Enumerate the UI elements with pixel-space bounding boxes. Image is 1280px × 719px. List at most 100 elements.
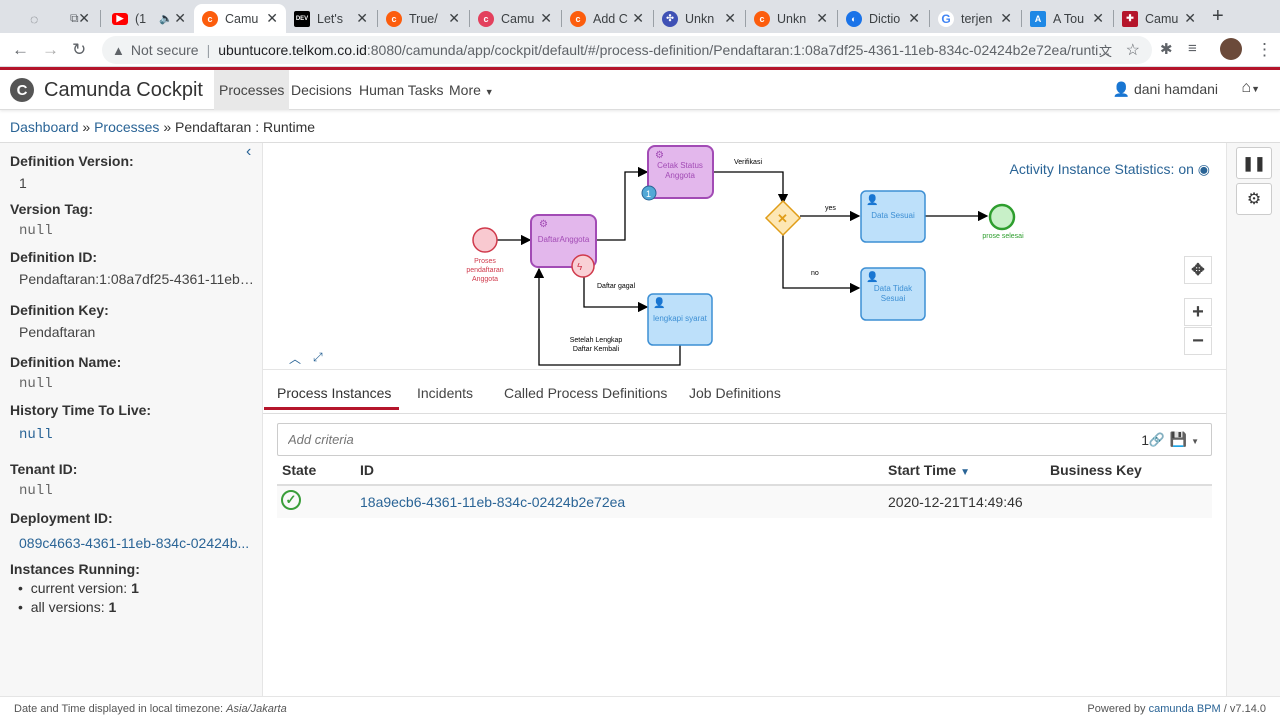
link-icon[interactable]: 🔗 <box>1148 432 1165 447</box>
suspend-button[interactable]: ❚❚ <box>1236 147 1272 179</box>
close-tab-icon[interactable]: ✕ <box>816 10 828 26</box>
task-data-tidak-sesuai[interactable] <box>860 267 926 321</box>
warning-icon[interactable]: ▲ <box>112 42 125 58</box>
search-input[interactable] <box>288 432 988 447</box>
browser-tab-camunda-2[interactable]: c Camu ✕ <box>470 4 560 33</box>
value-deployment-id[interactable]: 089c4663-4361-11eb-834c-02424b... <box>19 535 250 551</box>
close-tab-icon[interactable]: ✕ <box>632 10 644 26</box>
media-queue-icon[interactable]: ≡ <box>1188 40 1197 57</box>
browser-tab-unknown-1[interactable]: ✣ Unkn ✕ <box>654 4 744 33</box>
breadcrumb-processes[interactable]: Processes <box>94 119 160 135</box>
browser-tab-add[interactable]: c Add C ✕ <box>562 4 652 33</box>
forward-icon[interactable]: → <box>42 40 59 59</box>
browser-tab-true[interactable]: c True/ ✕ <box>378 4 468 33</box>
camunda-icon: c <box>202 10 218 27</box>
camunda-logo[interactable]: C <box>10 78 34 102</box>
label-history-ttl: History Time To Live: <box>10 402 152 418</box>
url-bar[interactable]: ▲ Not secure | ubuntucore.telkom.co.id :… <box>102 36 1152 64</box>
translate-icon[interactable]: 文 <box>1098 43 1112 59</box>
timezone-note: Date and Time displayed in local timezon… <box>14 703 287 715</box>
browser-tab-dictionary[interactable]: ◐ Dictio ✕ <box>838 4 928 33</box>
browser-menu-icon[interactable]: ⋮ <box>1256 40 1273 59</box>
gear-icon: ⚙ <box>1246 191 1262 208</box>
close-tab-icon[interactable]: ✕ <box>266 10 278 26</box>
nav-processes[interactable]: Processes <box>214 70 290 110</box>
save-search-dropdown[interactable]: 💾 ▼ <box>1170 431 1199 448</box>
browser-tab-google[interactable]: G terjen ✕ <box>930 4 1020 33</box>
close-tab-icon[interactable]: ✕ <box>356 10 368 26</box>
camunda-bpm-link[interactable]: camunda BPM <box>1148 703 1221 715</box>
reset-zoom-button[interactable]: ✥ <box>1184 256 1212 284</box>
header-start-time[interactable]: Start Time ▼ <box>888 462 971 478</box>
exclusive-gateway[interactable] <box>764 199 802 237</box>
task-cetak-status[interactable] <box>647 145 714 199</box>
close-tab-icon[interactable]: ✕ <box>1092 10 1104 26</box>
browser-tab-whatsapp[interactable]: ◌ ✕ <box>22 4 98 33</box>
close-tab-icon[interactable]: ✕ <box>908 10 920 26</box>
close-tab-icon[interactable]: ✕ <box>540 10 552 26</box>
zoom-out-button[interactable]: − <box>1184 327 1212 355</box>
activity-statistics-toggle[interactable]: Activity Instance Statistics: on ◉ <box>1009 161 1210 177</box>
settings-button[interactable]: ⚙ <box>1236 183 1272 215</box>
plus-icon: + <box>1192 300 1204 323</box>
user-menu[interactable]: 👤 dani hamdani <box>1112 81 1218 97</box>
browser-tab-tour[interactable]: A A Tou ✕ <box>1022 4 1112 33</box>
browser-tab-dev[interactable]: DEV Let's ✕ <box>294 10 368 27</box>
label-start-event: Proses pendaftaran Anggota <box>466 258 504 284</box>
breadcrumb-dashboard[interactable]: Dashboard <box>10 119 79 135</box>
instance-id-link[interactable]: 18a9ecb6-4361-11eb-834c-02424b2e72ea <box>360 494 626 510</box>
browser-tab-youtube[interactable]: ▶ (1 🔈 ✕ <box>104 4 194 33</box>
close-tab-icon[interactable]: ✕ <box>174 10 186 26</box>
task-lengkapi-syarat[interactable] <box>647 293 713 346</box>
close-tab-icon[interactable]: ✕ <box>448 10 460 26</box>
tab-incidents[interactable]: Incidents <box>417 385 474 401</box>
home-menu[interactable]: ⌂▼ <box>1241 79 1260 97</box>
browser-tab-camunda-3[interactable]: ✚ Camu ✕ <box>1114 4 1204 33</box>
label-daftar-anggota: DaftarAnggota <box>537 235 590 244</box>
back-icon[interactable]: ← <box>12 40 29 59</box>
reload-icon[interactable]: ↻ <box>72 40 87 59</box>
extensions-icon[interactable]: ✱ <box>1160 41 1173 58</box>
task-daftar-anggota[interactable] <box>530 214 597 268</box>
start-event[interactable] <box>472 227 498 253</box>
value-history-ttl[interactable]: null <box>19 427 53 443</box>
close-tab-icon[interactable]: ✕ <box>1000 10 1012 26</box>
collapse-sidebar-icon[interactable]: ‹ <box>246 143 252 160</box>
label-flow-kembali: Setelah Lengkap Daftar Kembali <box>569 337 623 354</box>
browser-tab-camunda-active[interactable]: c Camu ✕ <box>194 4 286 33</box>
label-data-sesuai: Data Sesuai <box>871 211 915 220</box>
close-tab-icon[interactable]: ✕ <box>78 10 90 26</box>
tab-called-process-definitions[interactable]: Called Process Definitions <box>504 385 668 401</box>
header-id[interactable]: ID <box>360 462 374 478</box>
new-tab-button[interactable]: + <box>1212 5 1224 27</box>
profile-avatar[interactable] <box>1220 38 1242 60</box>
value-version-tag: null <box>19 223 53 239</box>
bpmn-diagram[interactable]: ⚙ ϟ ⚙ 1 ✕ 👤 👤 👤 Proses pendaftaran Anggo… <box>263 143 1226 369</box>
instance-count-badge[interactable] <box>641 185 657 201</box>
flow-verifikasi <box>713 171 789 205</box>
flow-no <box>782 233 861 294</box>
brand-title[interactable]: Camunda Cockpit <box>44 79 203 101</box>
header-business-key[interactable]: Business Key <box>1050 462 1142 478</box>
doc-icon: A <box>1030 10 1046 27</box>
nav-decisions[interactable]: Decisions <box>291 82 352 98</box>
browser-tab-unknown-2[interactable]: c Unkn ✕ <box>746 4 836 33</box>
collapse-diagram-icon[interactable]: ︿ <box>289 352 302 366</box>
end-event[interactable] <box>988 203 1016 231</box>
bookmark-star-icon[interactable]: ☆ <box>1125 42 1140 59</box>
dev-icon: DEV <box>294 10 310 27</box>
tab-job-definitions[interactable]: Job Definitions <box>689 385 781 401</box>
close-tab-icon[interactable]: ✕ <box>1184 10 1196 26</box>
task-data-sesuai[interactable] <box>860 190 926 243</box>
caret-down-icon: ▼ <box>484 87 494 97</box>
expand-diagram-icon[interactable]: ⤢ <box>313 350 323 364</box>
close-tab-icon[interactable]: ✕ <box>724 10 736 26</box>
header-state[interactable]: State <box>282 462 317 478</box>
browser-tab-window[interactable]: ⧉ <box>62 4 102 33</box>
tab-process-instances[interactable]: Process Instances <box>277 385 392 401</box>
zoom-in-button[interactable]: + <box>1184 298 1212 326</box>
service-task-icon: ⚙ <box>655 150 664 161</box>
nav-human-tasks[interactable]: Human Tasks <box>359 82 444 98</box>
error-boundary-event[interactable] <box>571 254 595 278</box>
nav-more[interactable]: More ▼ <box>449 82 494 98</box>
